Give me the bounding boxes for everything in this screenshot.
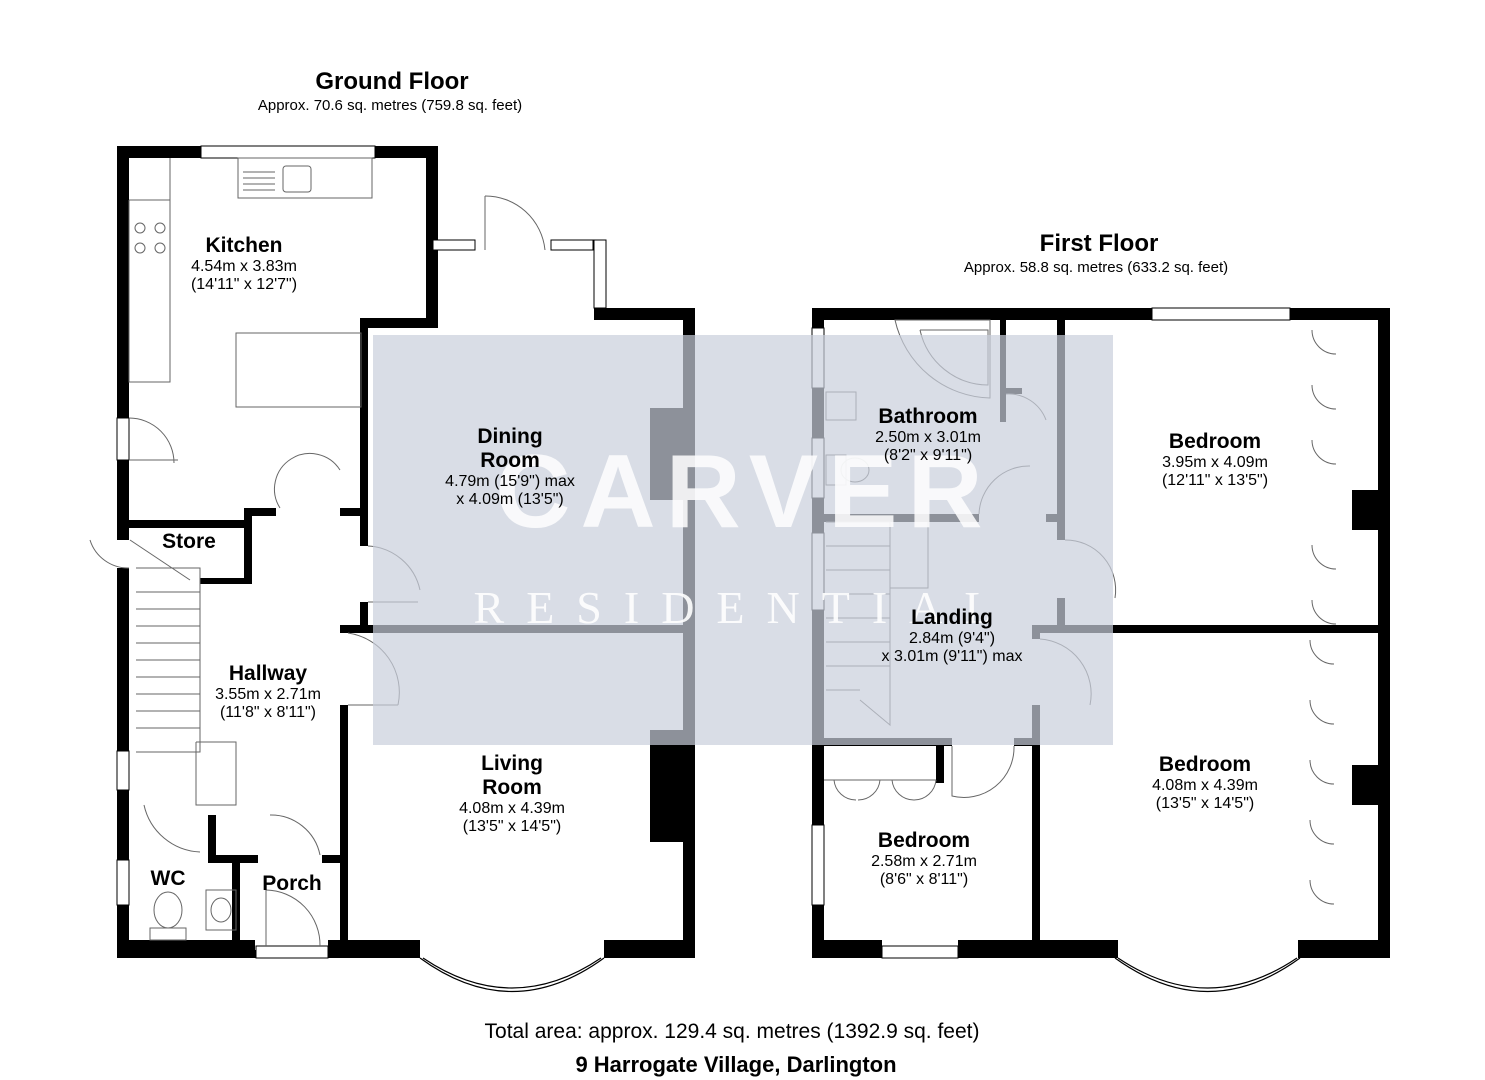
first-floor-area: Approx. 58.8 sq. metres (633.2 sq. feet) xyxy=(963,259,1229,276)
room-label-bedroom-small: Bedroom 2.58m x 2.71m (8'6" x 8'11") xyxy=(871,829,977,888)
total-area: Total area: approx. 129.4 sq. metres (13… xyxy=(484,1020,980,1043)
room-label-store: Store xyxy=(162,530,216,553)
watermark-panel xyxy=(373,335,1113,745)
room-label-bedroom-rear-right: Bedroom 4.08m x 4.39m (13'5" x 14'5") xyxy=(1152,753,1258,812)
room-label-porch: Porch xyxy=(262,872,322,895)
bay-windows xyxy=(419,957,1301,992)
room-label-bathroom: Bathroom 2.50m x 3.01m (8'2" x 9'11") xyxy=(875,405,981,464)
ground-floor-area: Approx. 70.6 sq. metres (759.8 sq. feet) xyxy=(257,97,523,114)
room-label-kitchen: Kitchen 4.54m x 3.83m (14'11" x 12'7") xyxy=(190,234,298,293)
room-label-bedroom-front-right: Bedroom 3.95m x 4.09m (12'11" x 13'5") xyxy=(1161,430,1269,489)
room-label-living-room: Living Room 4.08m x 4.39m (13'5" x 14'5"… xyxy=(459,752,565,835)
room-label-landing: Landing 2.84m (9'4") x 3.01m (9'11") max xyxy=(881,606,1023,665)
watermark-name: CARVER xyxy=(495,434,993,550)
ground-floor-windows xyxy=(116,145,607,959)
watermark-subtitle: RESIDENTIAL xyxy=(473,582,1015,633)
property-address: 9 Harrogate Village, Darlington xyxy=(575,1052,897,1077)
room-label-wc: WC xyxy=(150,867,186,890)
room-label-dining-room: Dining Room 4.79m (15'9") max x 4.09m (1… xyxy=(445,425,575,508)
room-label-hallway: Hallway 3.55m x 2.71m (11'8" x 8'11") xyxy=(215,662,321,721)
first-floor-title: First Floor xyxy=(1039,230,1159,257)
ground-floor-title: Ground Floor xyxy=(315,68,469,95)
